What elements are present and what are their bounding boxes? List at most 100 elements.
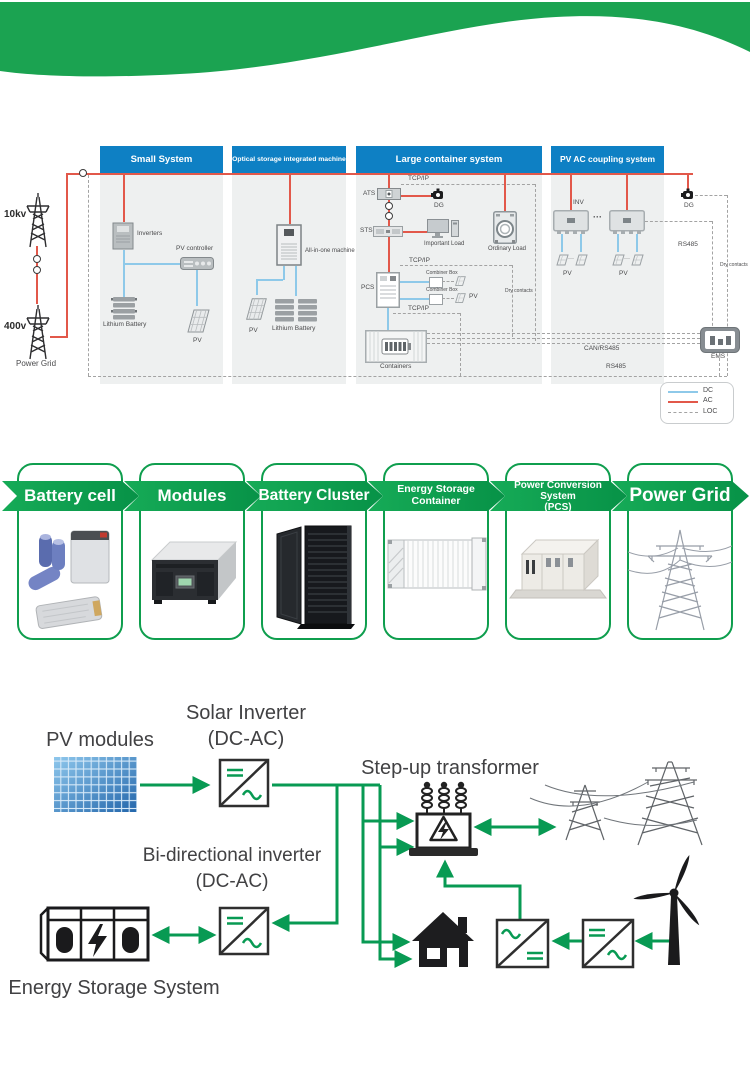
pv-modules-icon [54, 757, 137, 812]
loc-dashed-line [400, 265, 512, 266]
ac-line [504, 175, 506, 211]
bidirectional-inverter-sublabel: (DC-AC) [195, 871, 269, 892]
dg-label: DG [434, 202, 444, 209]
ac-line [50, 336, 68, 338]
panel-header-large-container: Large container system [356, 146, 542, 174]
loc-rs485-bus-line [88, 376, 727, 377]
inverter-cabinet-icon [112, 222, 134, 250]
pcs-label: PCS [361, 284, 375, 291]
transformer-node-icon [33, 266, 41, 274]
ac-line [401, 195, 431, 197]
pv-controller-label: PV controller [176, 245, 214, 252]
chain-step-label: Power Conversion System (PCS) [497, 479, 619, 513]
rs485-dashed-line [645, 221, 712, 222]
chain-step-label-text: Battery cell [24, 485, 116, 505]
power-grid-image [628, 529, 732, 631]
ac-line [66, 173, 68, 338]
string-inverter-icon [553, 210, 589, 234]
chain-arrow-banners [2, 481, 749, 511]
can-rs485-dashed-line [427, 338, 700, 339]
dc-line [256, 279, 258, 295]
combiner-box-icon [429, 277, 443, 288]
panel-header-optical-storage: Optical storage integrated machine [232, 146, 346, 174]
dc-line [617, 234, 619, 252]
containers-icon [365, 330, 427, 363]
energy-storage-system-label: Energy Storage System [8, 977, 220, 999]
ac-line [570, 175, 572, 211]
lithium-battery-label: Lithium Battery [103, 321, 147, 328]
pv-mini-panel-icon [612, 254, 625, 266]
combiner-box-label: Combiner Box [426, 287, 458, 293]
ac-main-bus-line [66, 173, 693, 175]
dc-line [561, 234, 563, 252]
dc-line [123, 263, 125, 297]
battery-cluster-image [276, 525, 355, 629]
chain-step-label-text: Power Grid [629, 484, 731, 506]
dg-generator-icon [681, 188, 693, 199]
pv-controller-icon [180, 257, 214, 270]
battery-cell-image [28, 530, 110, 629]
ats-icon [377, 188, 401, 200]
pv-mini-panel-icon [575, 254, 588, 266]
pv-modules-label: PV modules [46, 729, 154, 751]
ellipsis-label: ··· [593, 212, 602, 222]
dry-contacts-dashed-line [727, 195, 728, 376]
ac-line [687, 175, 689, 191]
pv-panel-icon [246, 298, 267, 320]
dc-ac-converter-icon [581, 918, 635, 969]
ac-line [289, 175, 291, 224]
dc-line [400, 281, 429, 283]
transformer-node-icon [385, 212, 393, 220]
pv-panel-icon [187, 309, 210, 333]
power-grid-label: Power Grid [16, 359, 57, 368]
bidirectional-inverter-label: Bi-directional inverter [142, 845, 322, 866]
ems-icon [700, 327, 740, 353]
dc-line [400, 298, 429, 300]
wind-turbine-icon [633, 854, 700, 965]
ellipsis-label: ··· [568, 256, 574, 262]
dg-label: DG [684, 202, 694, 209]
solar-inverter-icon [218, 758, 270, 808]
loc-dashed-line [401, 184, 535, 185]
legend-loc-line [668, 412, 698, 413]
top-wave-decoration [0, 2, 750, 77]
dc-line [123, 263, 181, 265]
system-diagram: Small System Optical storage integrated … [0, 0, 750, 440]
chain-step-label-text: Battery Cluster [258, 487, 370, 505]
loc-dashed-line [442, 298, 454, 299]
pv-mini-panel-icon [556, 254, 569, 266]
pv-label: PV [619, 270, 628, 277]
legend-dc-label: DC [703, 387, 714, 394]
ac-line [123, 175, 125, 222]
dc-line [256, 279, 283, 281]
grid-tower-400v-icon [26, 305, 50, 360]
lithium-battery-label: Lithium Battery [272, 325, 316, 332]
sts-icon [373, 226, 403, 237]
tcpip-label: TCP/IP [408, 175, 429, 182]
dry-contacts-label: Dry contacts [720, 262, 748, 268]
legend-ac-line [668, 401, 698, 403]
voltage-10kv-label: 10kv [4, 209, 27, 220]
chain-step-label: Energy Storage Container [375, 481, 497, 511]
dc-line [283, 266, 285, 280]
arrow-to-bidirectional-inverter [271, 785, 339, 932]
tcpip-label: TCP/IP [409, 257, 430, 264]
ac-line [403, 231, 427, 233]
rs485-label: RS485 [678, 241, 698, 248]
module-image [150, 541, 238, 604]
bidirectional-inverter-icon [218, 906, 270, 956]
line-to-house-1 [361, 785, 411, 951]
rs485-bus-label: RS485 [606, 363, 626, 370]
lithium-battery-icon [111, 297, 137, 320]
chain-step-label-text: Power Conversion System [514, 479, 602, 502]
inv-label: INV [573, 199, 584, 206]
step-up-transformer-icon [409, 781, 478, 856]
dry-contacts-dashed-line [535, 184, 536, 341]
pv-label: PV [193, 337, 202, 344]
can-rs485-dashed-line [427, 333, 700, 334]
step-up-transformer-label: Step-up transformer [361, 757, 539, 779]
pv-label: PV [249, 327, 258, 334]
solar-inverter-label: Solar Inverter [185, 702, 307, 724]
inverters-label: Inverters [137, 230, 163, 237]
